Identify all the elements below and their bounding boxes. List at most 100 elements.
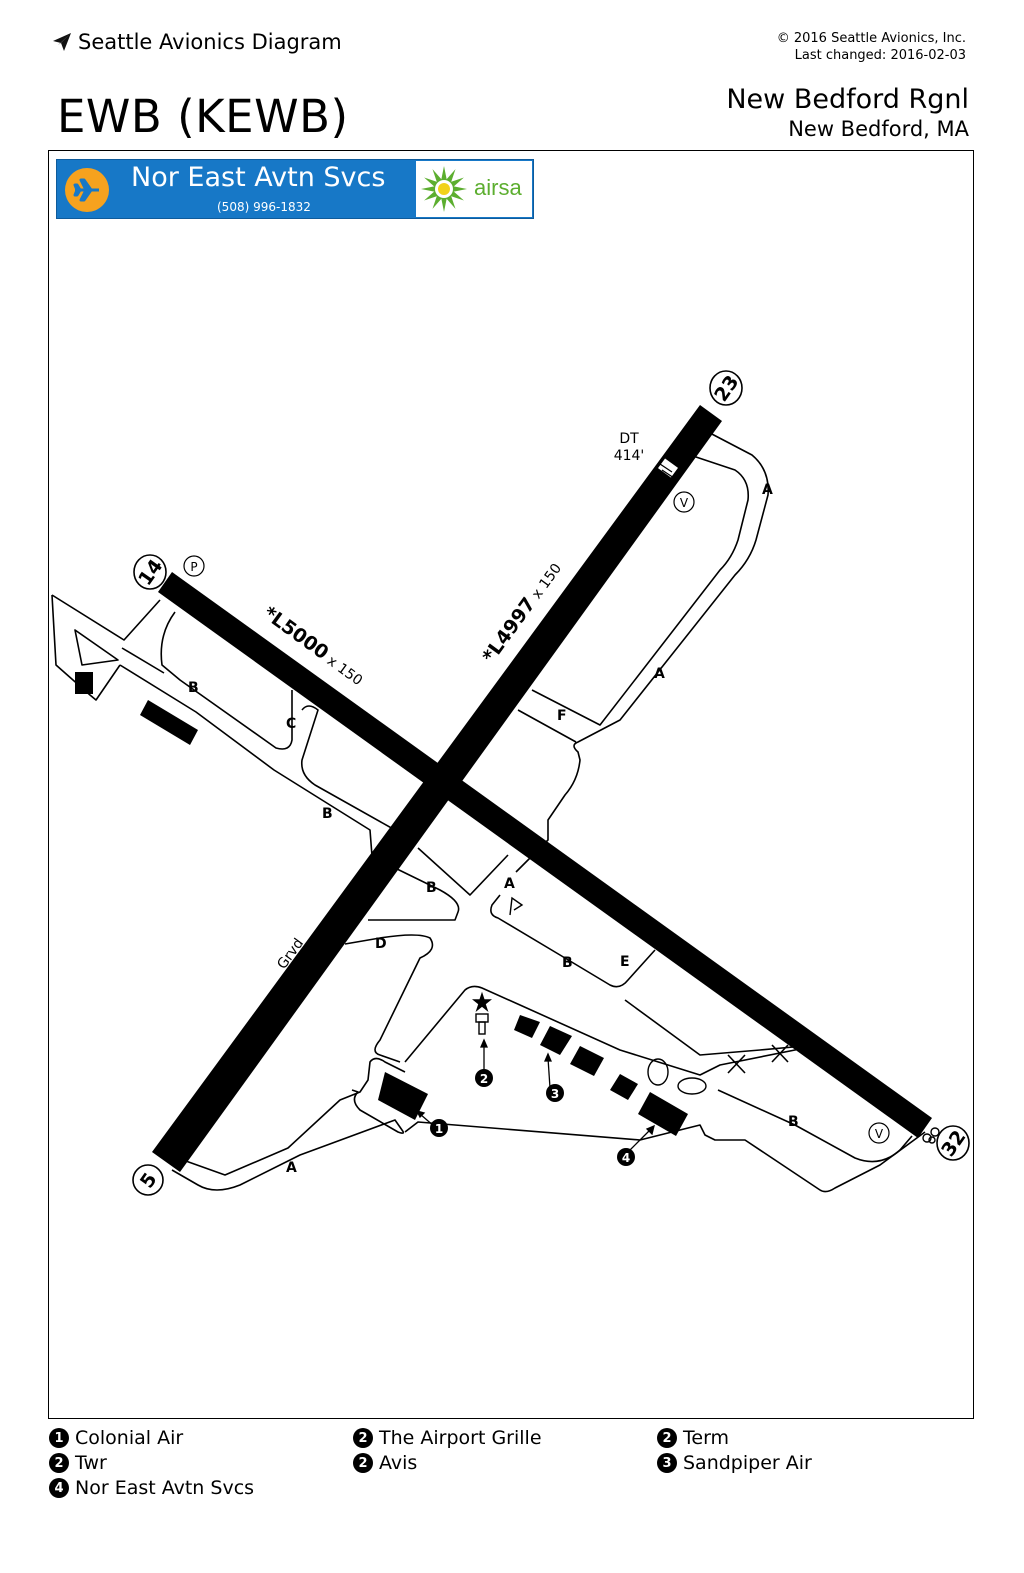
callout-arrows bbox=[415, 1038, 655, 1153]
runway-14-32 bbox=[158, 572, 932, 1138]
ramp-nw-3 bbox=[51, 594, 121, 701]
legend-text: Avis bbox=[379, 1452, 418, 1474]
building-3 bbox=[570, 1046, 604, 1076]
runway-end-5: 5 bbox=[132, 1164, 164, 1196]
building-1 bbox=[514, 1015, 540, 1038]
taxiway-b-east-2 bbox=[717, 1089, 913, 1163]
fbo-banner[interactable]: Nor East Avtn Svcs (508) 996-1832 bbox=[56, 159, 534, 219]
legend-badge: 1 bbox=[49, 1428, 69, 1448]
legend-item: 2 Avis bbox=[353, 1452, 417, 1474]
building-nw-small bbox=[75, 672, 93, 694]
copyright-text: © 2016 Seattle Avionics, Inc. bbox=[776, 31, 966, 46]
taxiway-label-f: F bbox=[557, 708, 567, 724]
taxiway-label-c: C bbox=[286, 716, 296, 732]
papi-14: P bbox=[183, 555, 205, 577]
taxiway-d bbox=[344, 934, 434, 1063]
taxiway-b-center bbox=[368, 867, 460, 921]
airport-city: New Bedford, MA bbox=[788, 117, 969, 141]
buildings-group bbox=[75, 672, 688, 1136]
legend-item: 2 Term bbox=[657, 1427, 729, 1449]
taxiway-center-1 bbox=[417, 847, 509, 896]
fbo-name: Nor East Avtn Svcs bbox=[131, 162, 386, 193]
diagram-frame bbox=[48, 150, 974, 1419]
callout-badge-4: 4 bbox=[617, 1148, 635, 1166]
runway-end-23: 23 bbox=[709, 370, 743, 406]
callout-badge-3: 3 bbox=[546, 1084, 564, 1102]
legend-badge: 2 bbox=[657, 1428, 677, 1448]
displaced-threshold-label: DT bbox=[619, 431, 639, 447]
taxiway-a-south bbox=[171, 1089, 405, 1191]
airport-ident: EWB (KEWB) bbox=[57, 90, 349, 143]
taxiway-label-a-east: A bbox=[654, 666, 665, 682]
building-nw-hangar bbox=[140, 700, 198, 745]
legend-item: 2 Twr bbox=[49, 1452, 107, 1474]
taxiway-a-east bbox=[515, 431, 769, 873]
runway-5-23 bbox=[152, 405, 722, 1172]
taxiway-label-d: D bbox=[375, 936, 387, 952]
hold-cross-1 bbox=[727, 1054, 746, 1074]
taxiway-a-south-2 bbox=[182, 1057, 406, 1176]
taxiway-label-b-east: B bbox=[562, 955, 573, 971]
beacon-icon bbox=[922, 1127, 940, 1144]
legend-item: 3 Sandpiper Air bbox=[657, 1452, 812, 1474]
svg-text:3: 3 bbox=[551, 1087, 559, 1101]
svg-text:1: 1 bbox=[435, 1122, 443, 1136]
legend-item: 4 Nor East Avtn Svcs bbox=[49, 1477, 254, 1499]
last-changed-text: Last changed: 2016-02-03 bbox=[794, 48, 966, 63]
taxiway-b-west bbox=[160, 611, 293, 750]
legend-text: Twr bbox=[75, 1452, 107, 1474]
fbo-phone: (508) 996-1832 bbox=[217, 200, 311, 214]
vasi-32: V bbox=[868, 1122, 890, 1144]
taxiway-f bbox=[517, 709, 577, 743]
legend-text: Colonial Air bbox=[75, 1427, 184, 1449]
legend-badge: 2 bbox=[49, 1453, 69, 1473]
taxiway-label-b-se: B bbox=[788, 1114, 799, 1130]
svg-text:P: P bbox=[190, 560, 197, 574]
ramp-nw bbox=[51, 594, 161, 641]
vasi-23: V bbox=[673, 491, 695, 513]
ramp-nw-2 bbox=[74, 629, 119, 666]
ramp-oval-1 bbox=[647, 1058, 669, 1086]
legend-text: The Airport Grille bbox=[379, 1427, 542, 1449]
legend-item: 2 The Airport Grille bbox=[353, 1427, 542, 1449]
apron-ramp-south bbox=[404, 1121, 926, 1193]
brand-text: Seattle Avionics Diagram bbox=[78, 30, 342, 54]
runway-end-14: 14 bbox=[133, 554, 167, 590]
taxiway-e bbox=[624, 999, 816, 1056]
displaced-threshold bbox=[658, 458, 678, 478]
taxiway-b-west-2 bbox=[119, 664, 373, 857]
brand-title: Seattle Avionics Diagram bbox=[52, 30, 342, 54]
taxiway-label-a-south: A bbox=[286, 1160, 297, 1176]
paper-plane-icon bbox=[53, 33, 71, 51]
svg-text:2: 2 bbox=[480, 1072, 488, 1086]
taxiway-c bbox=[300, 705, 396, 831]
airport-name: New Bedford Rgnl bbox=[726, 84, 969, 115]
legend-badge: 2 bbox=[353, 1453, 373, 1473]
taxiway-label-a-ne: A bbox=[762, 482, 773, 498]
apron-main bbox=[404, 985, 821, 1076]
legend-badge: 3 bbox=[657, 1453, 677, 1473]
displaced-threshold-arrows bbox=[659, 463, 675, 479]
taxiway-labels: A A A A B B B B B C D E F bbox=[188, 482, 799, 1176]
taxiway-label-b-center: B bbox=[426, 880, 437, 896]
fuel-brand-box: airsa bbox=[416, 161, 532, 217]
legend-text: Term bbox=[683, 1427, 730, 1449]
hold-cross-2 bbox=[771, 1044, 789, 1063]
runway-end-32: 32 bbox=[936, 1125, 970, 1161]
callout-badge-1: 1 bbox=[430, 1119, 448, 1137]
displaced-threshold-value: 414' bbox=[614, 448, 645, 464]
taxiway-label-e: E bbox=[620, 954, 630, 970]
airplane-icon bbox=[73, 178, 99, 202]
copyright-block: © 2016 Seattle Avionics, Inc. Last chang… bbox=[777, 30, 966, 64]
fbo-plane-badge bbox=[65, 168, 109, 212]
taxiway-b-east bbox=[490, 894, 656, 988]
taxiway-b-west-3 bbox=[121, 647, 165, 674]
legend-badge: 2 bbox=[353, 1428, 373, 1448]
legend-text: Nor East Avtn Svcs bbox=[75, 1477, 255, 1499]
taxiway-label-a-center: A bbox=[504, 876, 515, 892]
legend-text: Sandpiper Air bbox=[683, 1452, 812, 1474]
svg-text:V: V bbox=[875, 1127, 884, 1141]
windsock-icon bbox=[509, 896, 524, 916]
building-2 bbox=[540, 1026, 572, 1055]
